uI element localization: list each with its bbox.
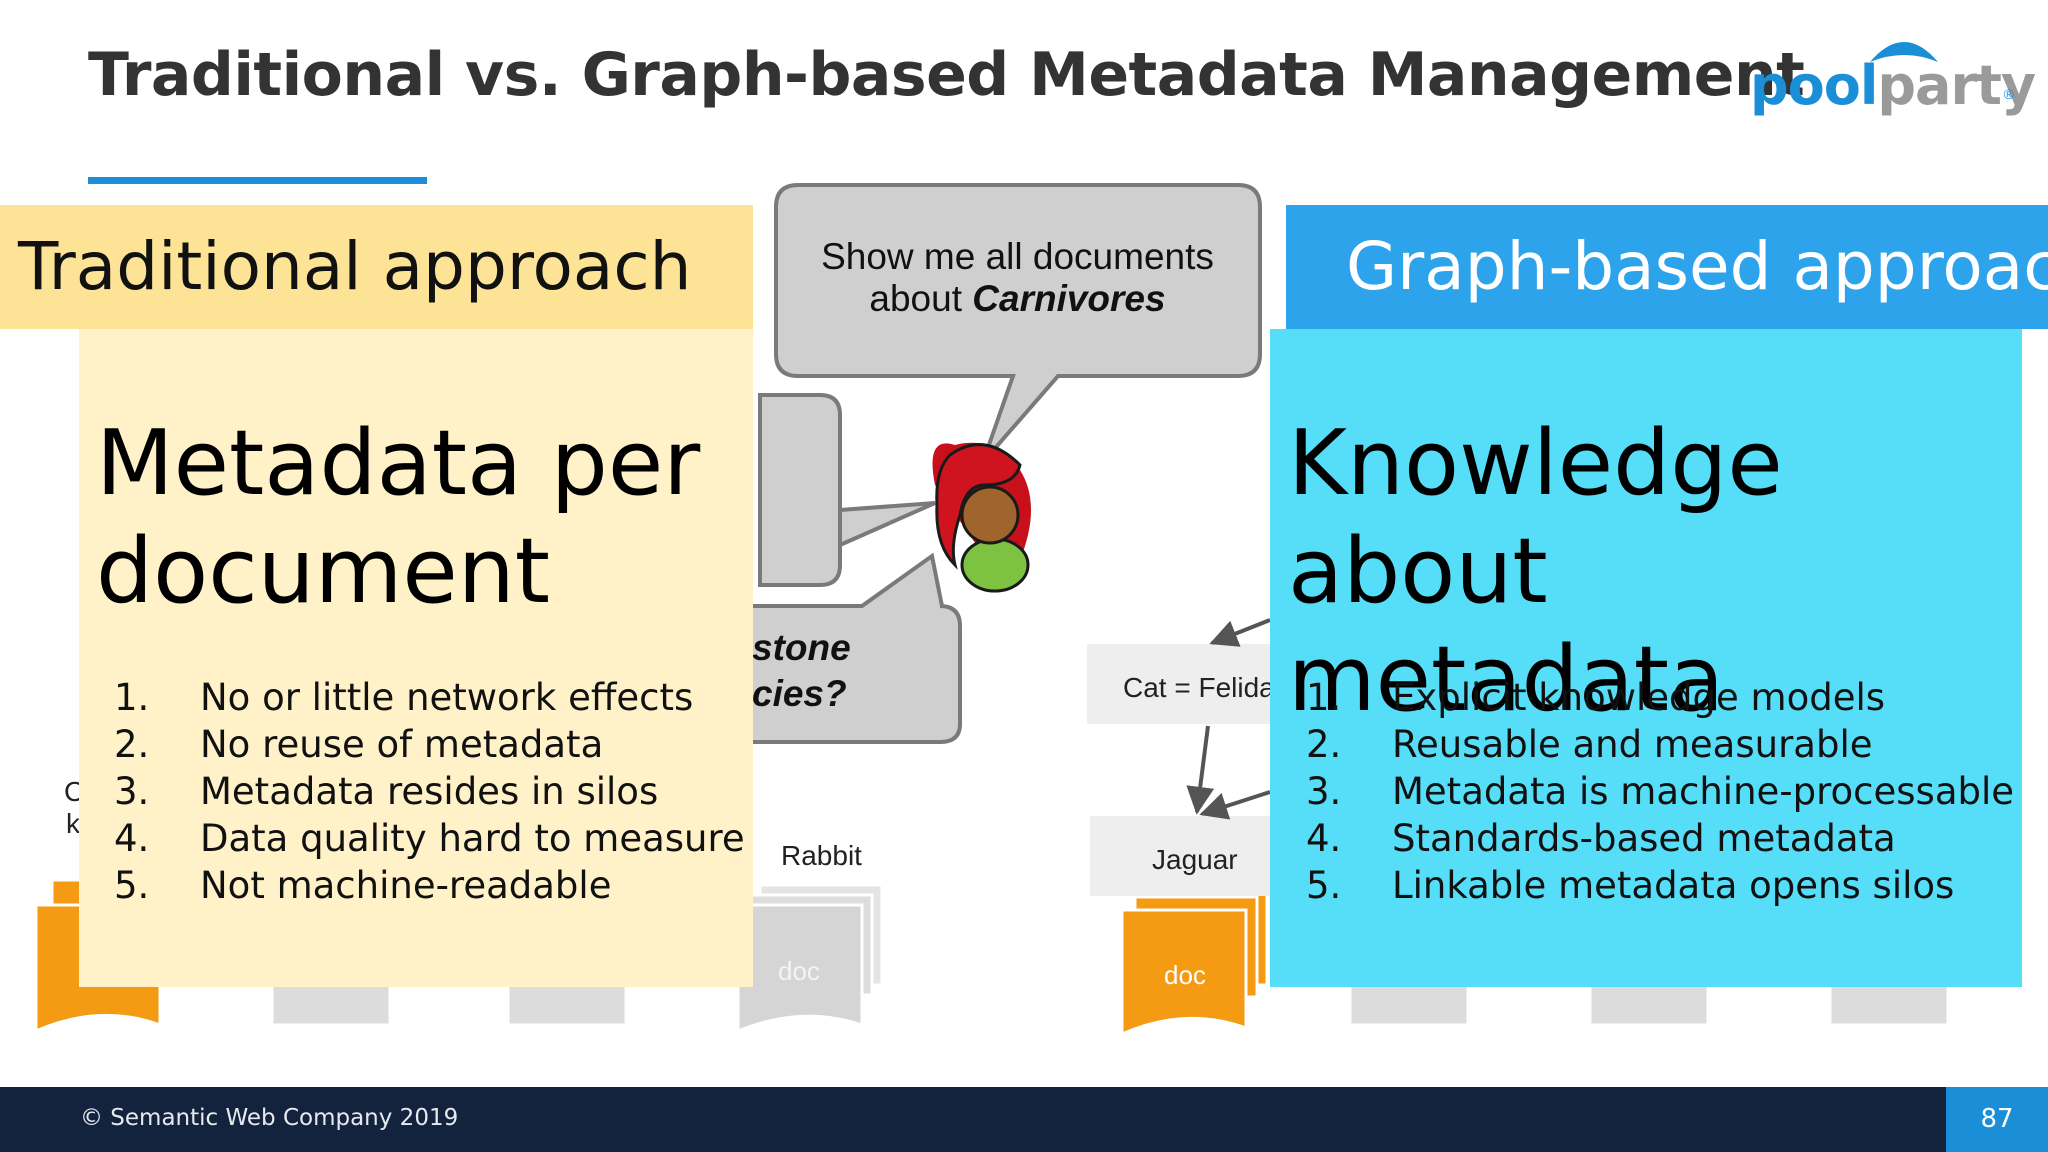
traditional-heading: Metadata per document — [96, 410, 746, 626]
list-item-number: 2. — [114, 723, 150, 766]
graph-heading-line1: Knowledge about — [1288, 411, 1783, 624]
list-item-text: Metadata is machine-processable — [1392, 770, 2015, 813]
list-item-number: 4. — [114, 817, 150, 860]
traditional-header-text: Traditional approach — [18, 228, 692, 305]
list-item-number: 4. — [1306, 817, 1342, 860]
traditional-panel — [79, 329, 753, 987]
graph-panel — [1270, 329, 2022, 987]
title-underline — [88, 177, 427, 184]
list-item-text: No or little network effects — [200, 676, 694, 719]
query-bubble — [774, 183, 1262, 464]
list-item-number: 5. — [1306, 864, 1342, 907]
page-number: 87 — [1980, 1104, 2014, 1134]
list-item-text: No reuse of metadata — [200, 723, 604, 766]
query-line1: Show me all documents — [821, 236, 1214, 277]
logo-registered-mark: ® — [2003, 86, 2014, 102]
partial-bubble-2 — [738, 552, 962, 744]
partial-bubble-2-line1: stone — [752, 627, 851, 668]
list-item-number: 1. — [114, 676, 150, 719]
traditional-list: 1. No or little network effects 2. No reus… — [114, 676, 754, 916]
list-item-number: 3. — [114, 770, 150, 813]
footer-copyright: © Semantic Web Company 2019 — [80, 1105, 459, 1131]
query-bubble-text: Show me all documents about Carnivores — [770, 236, 1265, 320]
list-item-text: Metadata resides in silos — [200, 770, 659, 813]
partial-bubble-1 — [758, 393, 936, 587]
logo-text: poolparty — [1750, 54, 2036, 117]
rabbit-label: Rabbit — [781, 840, 862, 871]
list-item-text: Reusable and measurable — [1392, 723, 1873, 766]
cat-felidae-label: Cat = Felida — [1123, 672, 1275, 703]
traditional-header — [0, 205, 753, 329]
person-icon — [932, 442, 1031, 593]
rabbit-doc-stack — [736, 883, 884, 1034]
logo-party: party — [1877, 54, 2036, 117]
page-number-box — [1946, 1087, 2048, 1152]
jaguar-doc-stack — [1120, 883, 1269, 1037]
cat-felidae-box — [1087, 644, 1287, 724]
poolparty-logo: poolparty ® — [1748, 28, 2036, 128]
query-line2: about Carnivores — [770, 278, 1265, 320]
traditional-heading-line1: Metadata per — [96, 411, 701, 516]
jaguar-label: Jaguar — [1152, 844, 1238, 875]
traditional-heading-line2: document — [96, 519, 551, 624]
graph-heading: Knowledge about metadata — [1288, 410, 2028, 734]
list-item-number: 2. — [1306, 723, 1342, 766]
partial-bubble-2-text: stone cies? — [752, 625, 851, 717]
graph-heading-line2: metadata — [1288, 627, 1725, 732]
footer-bar — [0, 1087, 2048, 1152]
partial-left-label-2: k — [66, 808, 80, 839]
list-item-text: Standards-based metadata — [1392, 817, 1896, 860]
logo-umbrella-icon — [1870, 42, 1938, 62]
graph-list: 1. Explicit knowledge models 2. Reusable a… — [1306, 676, 2026, 916]
jaguar-doc-label: doc — [1164, 960, 1206, 990]
list-item-number: 5. — [114, 864, 150, 907]
rabbit-doc-label: doc — [778, 956, 820, 986]
list-item-text: Not machine-readable — [200, 864, 612, 907]
list-item-text: Data quality hard to measure — [200, 817, 745, 860]
list-item-number: 1. — [1306, 676, 1342, 719]
list-item-text: Explicit knowledge models — [1392, 676, 1886, 719]
graph-header-text: Graph-based approach — [1346, 228, 2048, 305]
logo-pool: pool — [1750, 54, 1878, 117]
list-item-number: 3. — [1306, 770, 1342, 813]
jaguar-box — [1090, 816, 1290, 896]
partial-bubble-2-line2: cies? — [752, 673, 847, 714]
list-item-text: Linkable metadata opens silos — [1392, 864, 1955, 907]
slide-title: Traditional vs. Graph-based Metadata Man… — [88, 40, 1805, 110]
graph-header — [1286, 205, 2048, 329]
query-line2-prefix: about — [869, 278, 973, 319]
query-line2-bold: Carnivores — [972, 278, 1166, 319]
